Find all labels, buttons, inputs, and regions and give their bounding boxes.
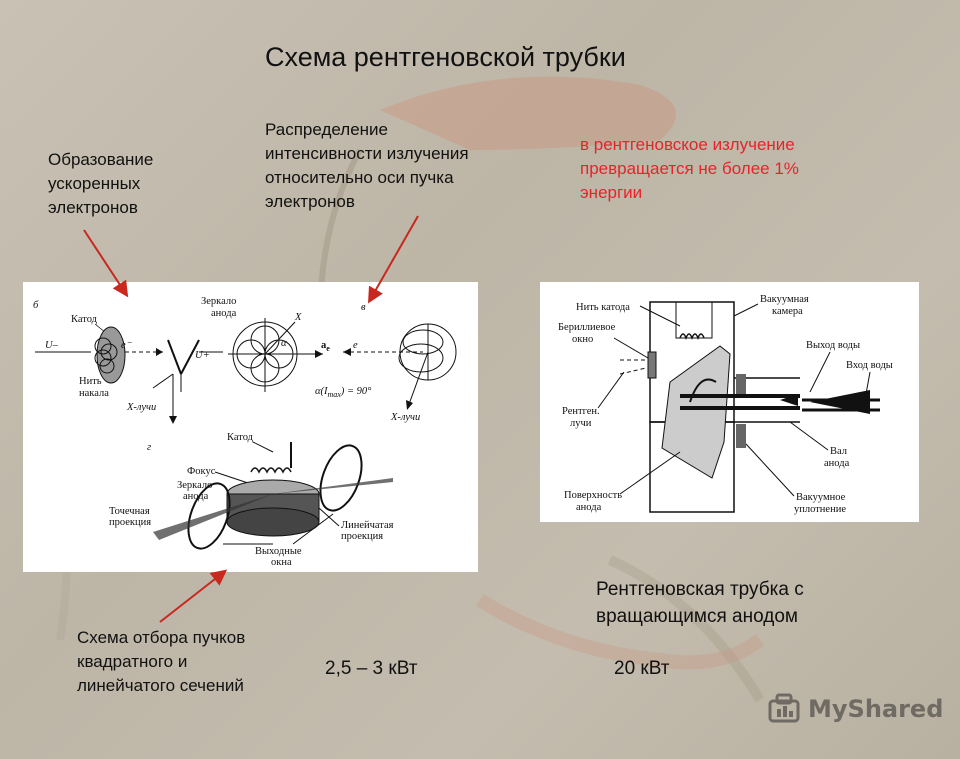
watermark: MyShared [768, 693, 943, 725]
label-cathode-2: Катод [227, 432, 254, 443]
label-line-projection-line1: Линейчатая [341, 520, 394, 531]
caption-line: вращающимся анодом [596, 606, 798, 627]
label-mirror2-line2: анода [183, 491, 209, 502]
right-diagram-panel: Нить катода Бериллиевое окно Вакуумная к… [540, 282, 919, 522]
caption-intensity-distribution: Распределение интенсивности излучения от… [265, 118, 469, 214]
label-focus: Фокус [187, 466, 216, 477]
left-diagram-panel: б Катод U– e⁻ Зеркало анода U+ Нить нака… [23, 282, 478, 572]
label-e: e [353, 340, 358, 351]
label-mirror2-line1: Зеркало [177, 480, 212, 491]
label-anode-surface-line1: Поверхность [564, 490, 622, 501]
label-shaft-line1: Вал [830, 446, 847, 457]
caption-line: квадратного и [77, 652, 188, 671]
myshared-logo-icon [768, 693, 800, 723]
label-v: в [361, 302, 366, 313]
label-point-projection-line1: Точечная [109, 506, 150, 517]
label-g: г [147, 442, 151, 453]
caption-line: электронов [265, 192, 355, 211]
caption-line: Рентгеновская трубка с [596, 579, 804, 600]
label-u-minus: U– [45, 340, 59, 351]
right-diagram: Нить катода Бериллиевое окно Вакуумная к… [558, 294, 893, 515]
label-e-minus: e⁻ [121, 340, 133, 351]
label-vacuum-seal-line2: уплотнение [794, 504, 846, 515]
label-u-plus: U+ [195, 350, 210, 361]
caption-line: электронов [48, 198, 138, 217]
label-vacuum-seal-line1: Вакуумное [796, 492, 846, 503]
label-xrays: X-лучи [126, 402, 156, 413]
caption-line: Схема отбора пучков [77, 628, 246, 647]
label-exit-windows-line1: Выходные [255, 546, 302, 557]
caption-line: энергии [580, 183, 643, 202]
label-alpha-formula: α(Imax) = 90° [315, 386, 372, 399]
label-filament: Нить катода [576, 302, 630, 313]
label-exit-windows-line2: окна [271, 557, 292, 568]
caption-rotating-anode: Рентгеновская трубка с вращающимся анодо… [596, 576, 804, 630]
label-point-projection-line2: проекция [109, 517, 151, 528]
caption-line: интенсивности излучения [265, 144, 469, 163]
caption-line: Распределение [265, 120, 388, 139]
label-line-projection-line2: проекция [341, 531, 383, 542]
caption-line: Образование [48, 150, 154, 169]
label-water-in: Вход воды [846, 360, 893, 371]
label-vacuum-chamber-line2: камера [772, 306, 803, 317]
label-filament-line1: Нить [79, 376, 102, 387]
cathode-shape [96, 326, 126, 384]
power-left: 2,5 – 3 кВт [325, 658, 418, 679]
power-right: 20 кВт [614, 658, 670, 679]
label-xrays-2: X-лучи [390, 412, 420, 423]
watermark-text: MyShared [808, 695, 944, 723]
label-ae: ae [321, 340, 330, 353]
caption-line: линейчатого сечений [77, 676, 244, 695]
caption-line: превращается не более 1% [580, 159, 799, 178]
label-beryllium-line2: окно [572, 334, 593, 345]
left-diagram: б Катод U– e⁻ Зеркало анода U+ Нить нака… [33, 296, 457, 568]
label-filament-line2: накала [79, 388, 109, 399]
label-b: б [33, 300, 39, 311]
label-x-axis: X [294, 312, 302, 323]
label-shaft-line2: анода [824, 458, 850, 469]
label-mirror-line1: Зеркало [201, 296, 236, 307]
caption-beam-selection: Схема отбора пучков квадратного и линейч… [77, 626, 245, 698]
caption-line: ускоренных [48, 174, 141, 193]
caption-line: относительно оси пучка [265, 168, 454, 187]
label-xrays-line1: Рентген. [562, 406, 600, 417]
caption-line: в рентгеновское излучение [580, 135, 795, 154]
label-cathode: Катод [71, 314, 98, 325]
label-vacuum-chamber-line1: Вакуумная [760, 294, 809, 305]
label-alpha: α [281, 338, 287, 349]
caption-electron-formation: Образование ускоренных электронов [48, 148, 153, 220]
page-title: Схема рентгеновской трубки [265, 42, 626, 72]
label-beryllium-line1: Бериллиевое [558, 322, 616, 333]
caption-efficiency: в рентгеновское излучение превращается н… [580, 133, 799, 205]
label-xrays-line2: лучи [570, 418, 592, 429]
label-anode-surface-line2: анода [576, 502, 602, 513]
label-mirror-line2: анода [211, 308, 237, 319]
label-water-out: Выход воды [806, 340, 860, 351]
